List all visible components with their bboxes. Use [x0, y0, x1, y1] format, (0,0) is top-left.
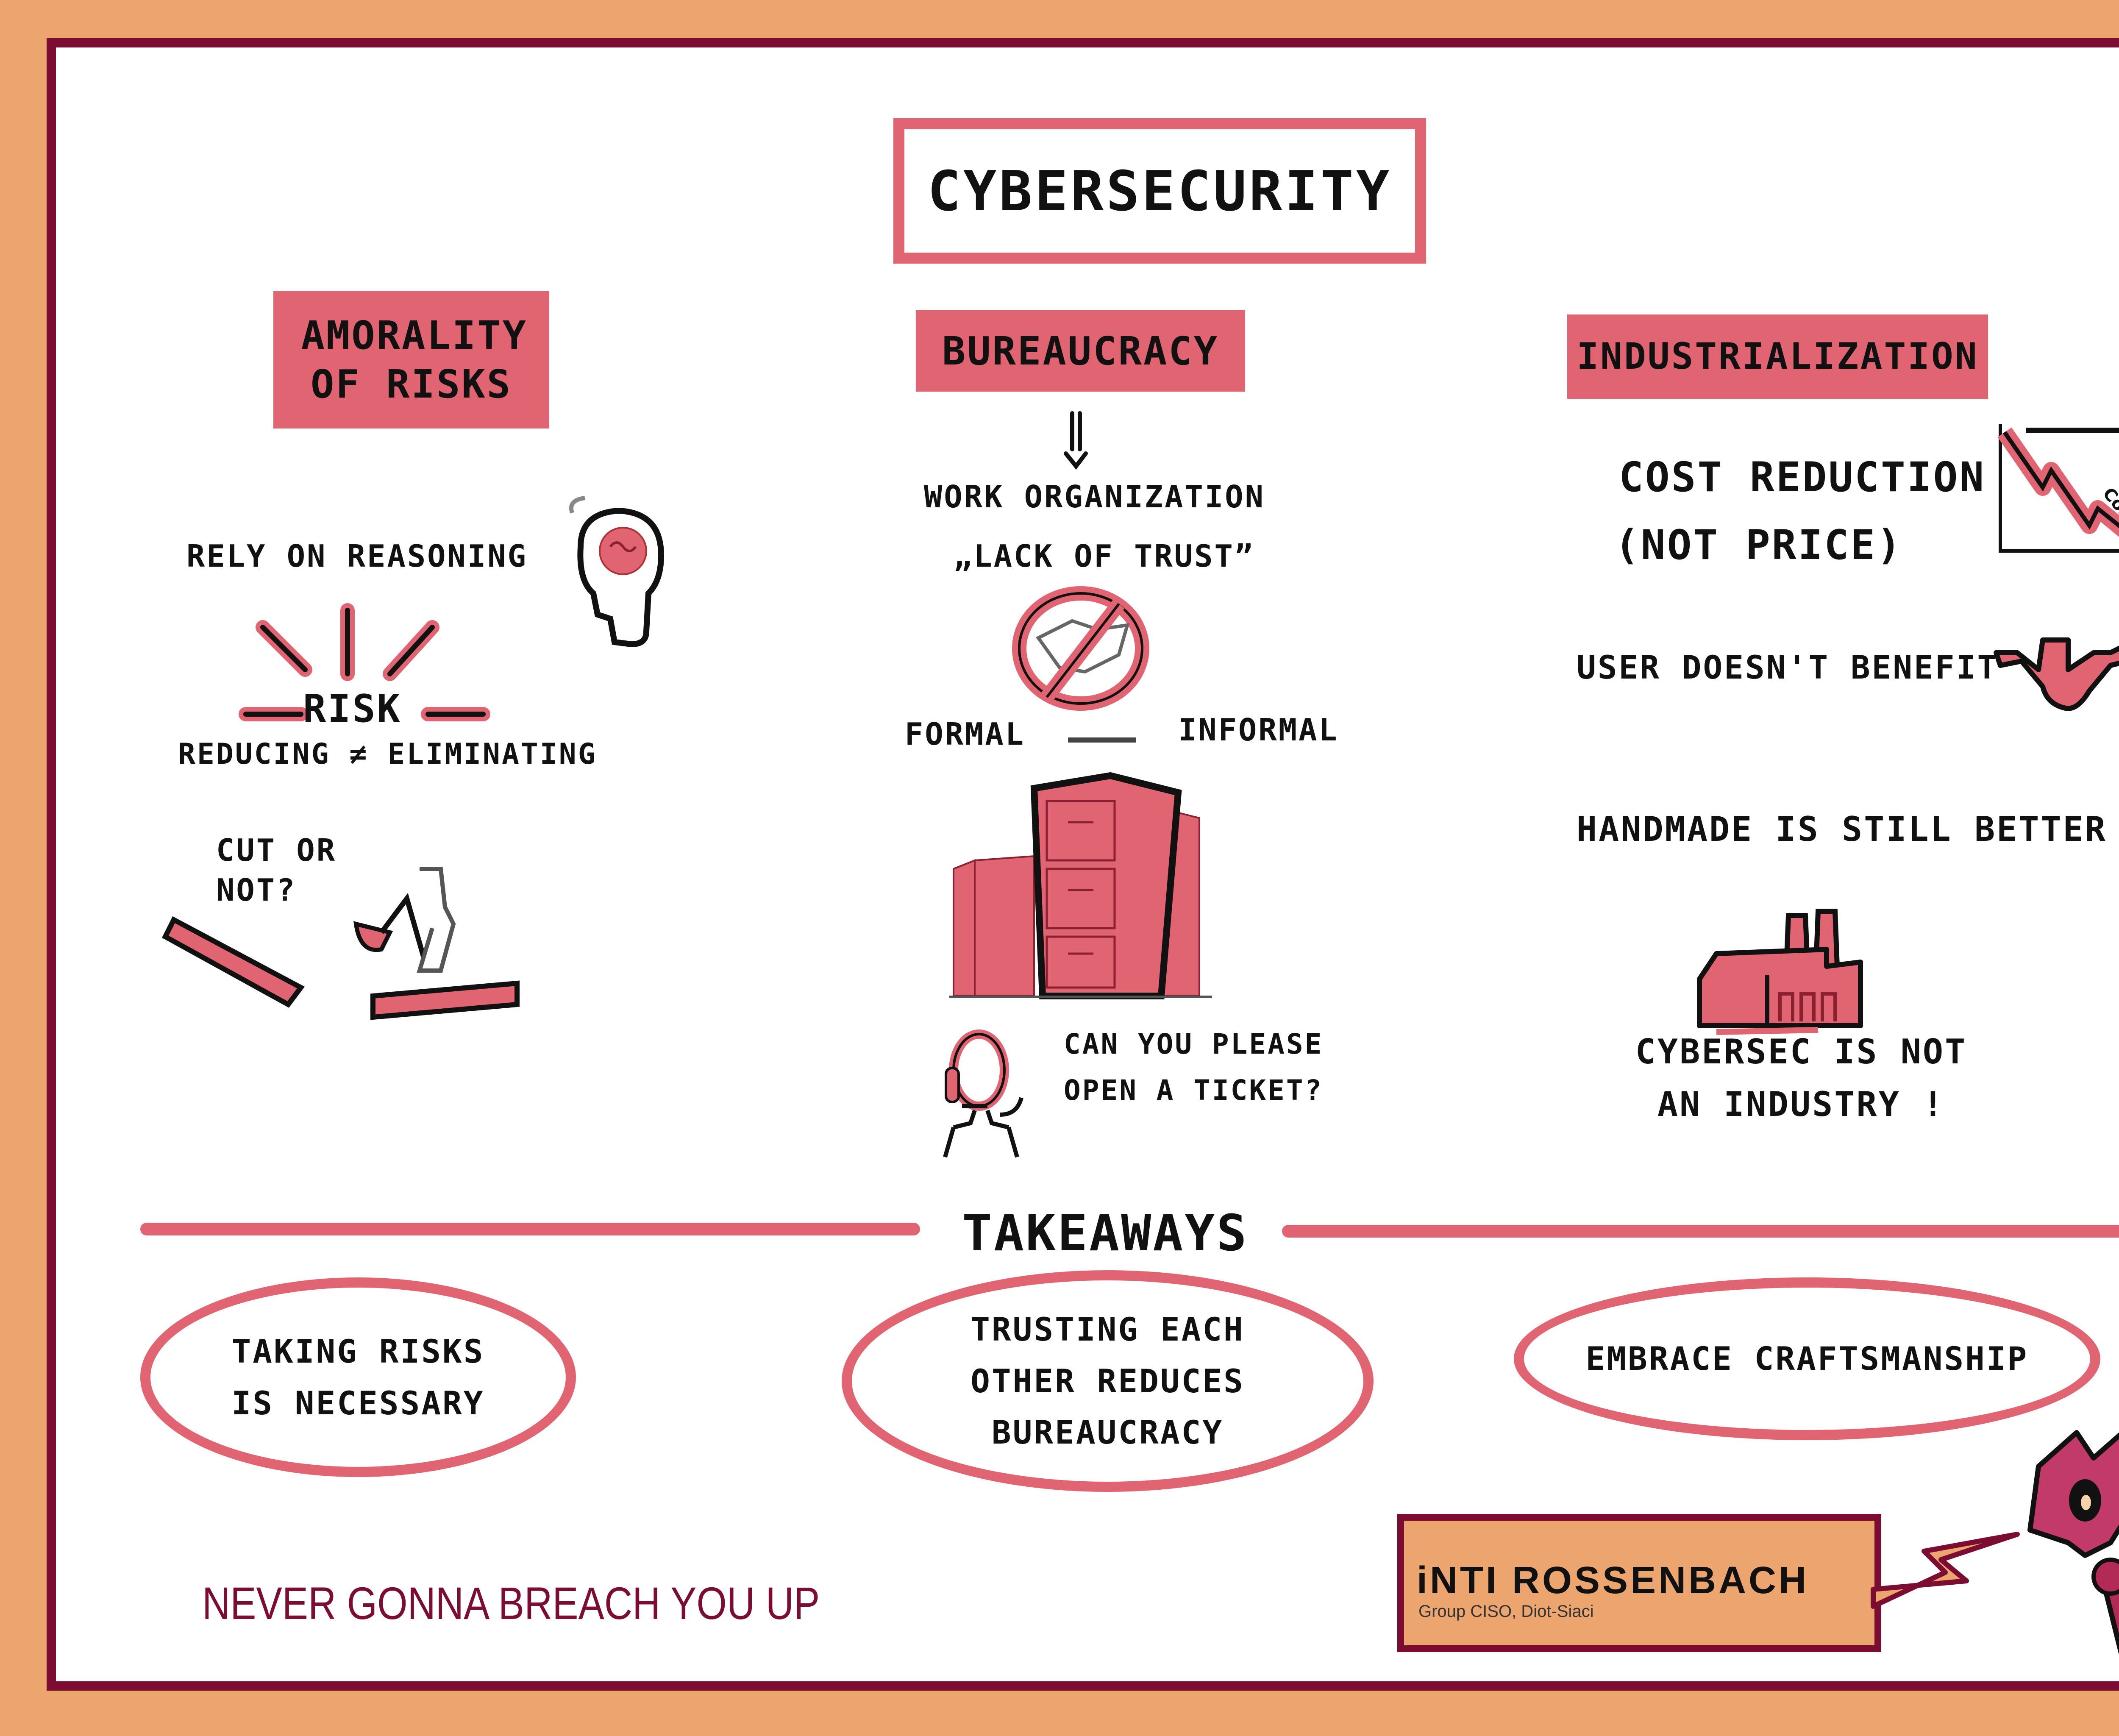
arrows-converging-icon — [239, 603, 490, 721]
speaker-role: Group CISO, Diot-Siaci — [1418, 1602, 1594, 1621]
page-title: Cybersecurity — [927, 159, 1392, 223]
note-not-price: (Not Price) — [1615, 521, 1903, 569]
tagline: NEVER GONNA BREACH YOU UP — [202, 1577, 820, 1629]
support-agent-headset-icon — [943, 1029, 1023, 1158]
note-handmade-better: Handmade is still better — [1577, 810, 2107, 849]
note-work-organization: Work Organization — [924, 479, 1265, 515]
section-header-industrialization: Industrialization — [1567, 314, 1988, 399]
filing-cabinets-icon — [949, 772, 1212, 999]
takeaway-3: Embrace Craftsmanship — [1514, 1277, 2100, 1440]
section-header-bureaucracy: Bureaucracy — [916, 310, 1245, 392]
note-user-doesnt-benefit: User doesn't benefit — [1577, 648, 1999, 686]
section-heading: Bureaucracy — [942, 328, 1219, 374]
note-informal: Informal — [1178, 712, 1339, 748]
formal-informal-divider — [1068, 737, 1136, 743]
takeaways-rule-right — [1282, 1225, 2119, 1238]
title-box: Cybersecurity — [893, 118, 1426, 264]
note-cost-reduction: Cost Reduction — [1619, 453, 1986, 501]
speech-bubble-tail-icon — [1871, 1532, 2020, 1609]
note-cut-or-not: Cut or not? — [216, 832, 337, 908]
note-formal: Formal — [905, 716, 1026, 752]
note-open-a-ticket: Can you please open a ticket? — [1064, 1028, 1324, 1107]
double-arrow-down-icon — [1064, 411, 1088, 470]
section-heading: Industrialization — [1577, 335, 1979, 378]
takeaway-text: Embrace Craftsmanship — [1585, 1340, 2029, 1378]
cost-decline-chart-icon: € Cost — [1997, 424, 2119, 553]
takeaways-rule-left — [140, 1223, 920, 1235]
no-handshake-icon — [1012, 586, 1149, 711]
note-rely-on-reasoning: Rely on Reasoning — [186, 538, 528, 574]
shrugging-person-icon — [1994, 637, 2119, 711]
axe-cutting-cable-icon — [162, 867, 520, 1020]
factory-icon — [1697, 909, 1863, 1035]
takeaway-text: Trusting each other reduces bureaucracy — [971, 1310, 1245, 1452]
takeaway-text: Taking risks is necessary — [231, 1332, 485, 1422]
robot-mascot-icon — [2027, 1430, 2119, 1655]
note-risk: Risk — [303, 687, 402, 731]
section-header-amorality: Amorality of Risks — [273, 291, 549, 428]
takeaways-heading: Takeaways — [962, 1204, 1249, 1262]
speaker-name: iNTI ROSSENBACH — [1417, 1559, 1809, 1602]
speaker-speech-bubble: iNTI ROSSENBACH Group CISO, Diot-Siaci — [1397, 1514, 1881, 1652]
note-cybersec-not-industry: Cybersec is not an industry ! — [1635, 1032, 1967, 1124]
head-brain-icon — [569, 496, 665, 648]
takeaway-1: Taking risks is necessary — [140, 1277, 576, 1477]
section-heading: Amorality of Risks — [301, 313, 528, 407]
note-reducing-not-eliminating: Reducing ≠ Eliminating — [178, 737, 597, 771]
note-lack-of-trust: „Lack of Trust” — [954, 538, 1255, 574]
takeaway-2: Trusting each other reduces bureaucracy — [842, 1270, 1374, 1492]
